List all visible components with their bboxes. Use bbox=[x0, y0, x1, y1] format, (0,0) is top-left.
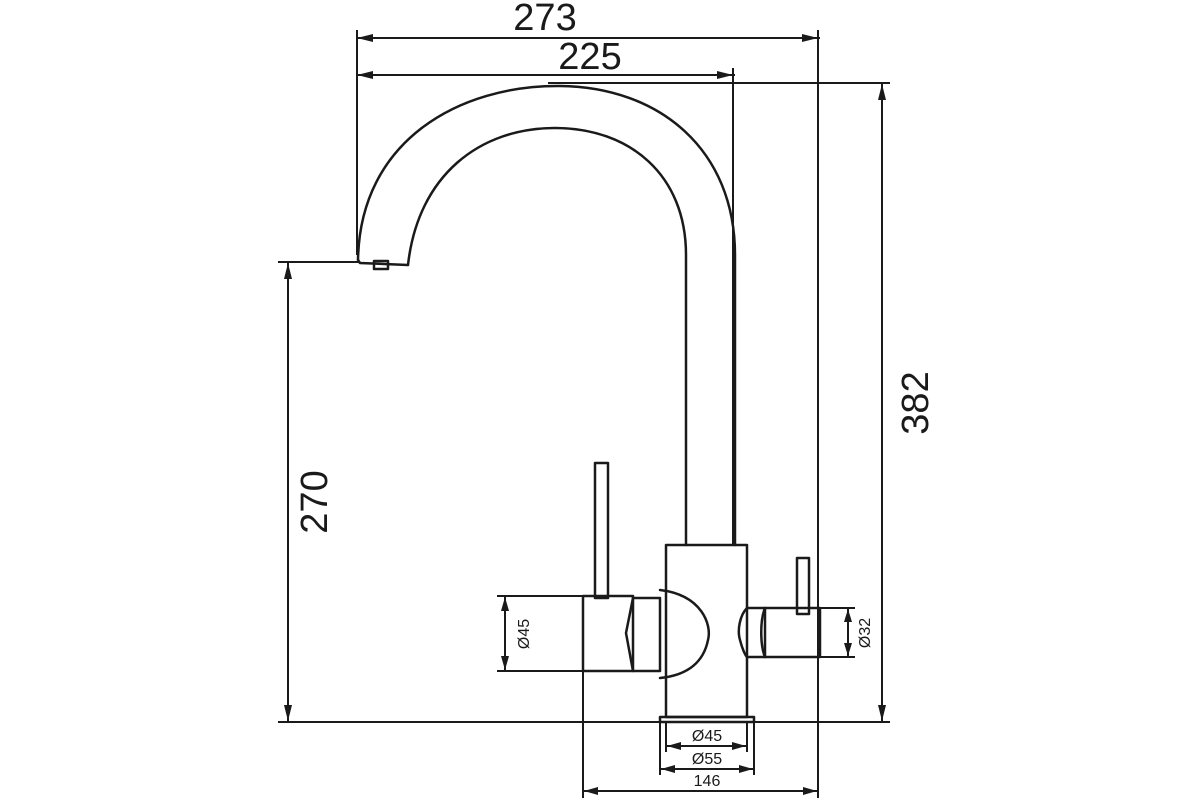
dim-225-arrow-right bbox=[717, 71, 733, 79]
dim-382-arrow-bottom bbox=[878, 705, 886, 721]
dim-left-d45-arrow-bottom bbox=[501, 656, 509, 670]
dim-273-arrow-left bbox=[357, 34, 373, 42]
dim-146-label: 146 bbox=[694, 773, 721, 790]
left-handle-cylinder bbox=[581, 594, 635, 673]
right-handle-cylinder bbox=[763, 606, 822, 659]
dim-146-arrow-right bbox=[803, 787, 817, 795]
left-handle-collar bbox=[624, 596, 662, 673]
dim-base-d45-arrow-right bbox=[732, 742, 746, 750]
dimension-lines: 273 225 382 270 Ø45 Ø32 bbox=[278, 0, 937, 798]
dim-left-d45-label: Ø45 bbox=[516, 619, 533, 649]
dim-right-d32-arrow-bottom bbox=[844, 643, 852, 656]
right-lever bbox=[795, 556, 811, 616]
dim-146-arrow-left bbox=[584, 787, 598, 795]
dim-225-label: 225 bbox=[558, 36, 621, 78]
spout-inner-edge bbox=[406, 126, 688, 547]
dim-base-d55-label: Ø55 bbox=[692, 751, 722, 768]
dim-right-d32-arrow-top bbox=[844, 609, 852, 622]
aerator bbox=[372, 259, 390, 271]
dim-270-arrow-bottom bbox=[284, 705, 292, 721]
dim-left-d45-arrow-top bbox=[501, 597, 509, 611]
left-cartridge-dome bbox=[658, 588, 711, 680]
left-lever bbox=[593, 461, 610, 600]
dim-382-label: 382 bbox=[895, 371, 937, 434]
dim-right-d32-label: Ø32 bbox=[857, 618, 874, 648]
right-handle-join bbox=[760, 606, 767, 659]
main-body bbox=[664, 543, 749, 719]
faucet-outline bbox=[356, 84, 822, 724]
spout-outer-edge bbox=[356, 84, 737, 547]
dim-270-label: 270 bbox=[294, 470, 336, 533]
dim-273-label: 273 bbox=[513, 0, 576, 39]
dim-base-d55-arrow-right bbox=[739, 765, 753, 773]
dim-225-arrow-left bbox=[357, 71, 373, 79]
dim-base-d45-arrow-left bbox=[667, 742, 681, 750]
dim-273-arrow-right bbox=[802, 34, 818, 42]
dim-base-d45-label: Ø45 bbox=[692, 728, 722, 745]
right-handle-neck bbox=[737, 606, 767, 659]
dim-382-arrow-top bbox=[878, 84, 886, 100]
dim-base-d55-arrow-left bbox=[661, 765, 675, 773]
dim-270-arrow-top bbox=[284, 263, 292, 279]
